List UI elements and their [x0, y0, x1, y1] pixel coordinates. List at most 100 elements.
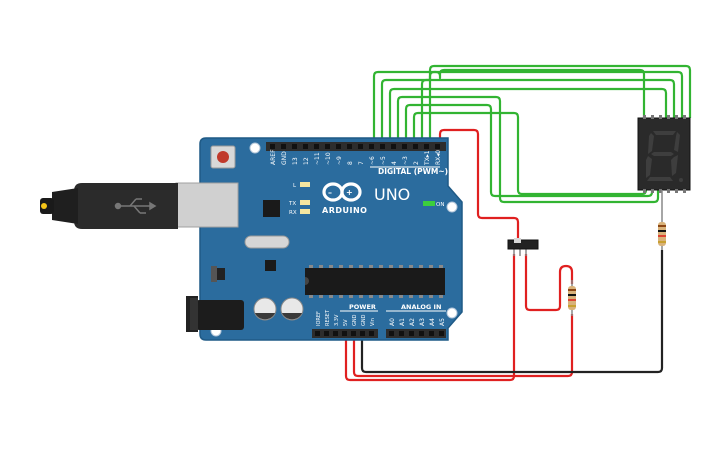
small-chip: [265, 260, 276, 271]
green-wires[interactable]: [372, 64, 692, 204]
power-pin-label: GND: [361, 314, 367, 326]
usb-strain-relief: [52, 188, 78, 224]
power-jack[interactable]: [186, 296, 244, 332]
chip-leg: [429, 295, 433, 298]
power-pin[interactable]: [333, 331, 338, 336]
power-pin[interactable]: [351, 331, 356, 336]
on-led: [423, 201, 435, 206]
analog-pin-label: A1: [399, 318, 406, 326]
digital-pin[interactable]: [281, 144, 286, 149]
wire-d3: [404, 103, 654, 198]
seven-segment-display[interactable]: [637, 115, 691, 193]
wire-d2: [412, 111, 648, 196]
power-pin[interactable]: [324, 331, 329, 336]
digital-pin-label: ~10: [325, 152, 332, 165]
power-pin-label: 3.3V: [334, 314, 340, 326]
atmega-chip: [305, 265, 445, 298]
digital-pin-label: ~9: [336, 156, 343, 165]
usb-cable[interactable]: [40, 182, 239, 229]
wire-5v-to-switch: [344, 254, 516, 382]
power-pin-label: GND: [352, 314, 358, 326]
power-pin-label: 5V: [343, 319, 349, 326]
digital-pin[interactable]: [303, 144, 308, 149]
digital-pin[interactable]: [369, 144, 374, 149]
chip-leg: [399, 295, 403, 298]
chip-leg: [379, 295, 383, 298]
digital-pin[interactable]: [325, 144, 330, 149]
chip-leg: [309, 295, 313, 298]
digital-pin[interactable]: [336, 144, 341, 149]
wire-d0: [428, 68, 646, 144]
chip-leg: [389, 265, 393, 268]
analog-pin[interactable]: [399, 331, 404, 336]
led-l-label: L: [293, 183, 297, 189]
wire-d4: [396, 95, 660, 204]
digital-pin-label: 8: [347, 161, 354, 165]
power-label: POWER: [349, 303, 376, 311]
digital-pin-label: RX◂0: [435, 150, 442, 165]
chip-leg: [309, 265, 313, 268]
on-label: ON: [436, 202, 444, 208]
pulldown-resistor[interactable]: [568, 280, 576, 316]
power-pin-label: Vin: [370, 318, 376, 326]
segment-f: [648, 133, 654, 154]
digital-pin[interactable]: [435, 144, 440, 149]
digital-pin[interactable]: [402, 144, 407, 149]
chip-leg: [439, 295, 443, 298]
digital-pin[interactable]: [380, 144, 385, 149]
segment-e: [646, 156, 652, 178]
chip-leg: [359, 265, 363, 268]
chip-leg: [339, 295, 343, 298]
display-resistor[interactable]: [658, 190, 666, 250]
analog-pin[interactable]: [429, 331, 434, 336]
wire-gnd-to-resistor: [352, 314, 574, 378]
digital-pin[interactable]: [270, 144, 275, 149]
analog-pin[interactable]: [389, 331, 394, 336]
chip-leg: [369, 295, 373, 298]
chip-leg: [419, 265, 423, 268]
chip-leg: [349, 295, 353, 298]
capacitor: [280, 297, 304, 321]
analog-header[interactable]: [386, 329, 446, 338]
model-text: UNO: [374, 185, 410, 204]
chip-leg: [439, 265, 443, 268]
black-wire[interactable]: [360, 250, 664, 374]
digital-pin[interactable]: [424, 144, 429, 149]
chip-leg: [319, 265, 323, 268]
crystal: [244, 235, 290, 249]
red-wires[interactable]: [344, 128, 574, 382]
power-header[interactable]: [312, 329, 378, 338]
digital-pin-label: ~3: [402, 156, 409, 165]
digital-pin-label: 12: [303, 157, 310, 165]
analog-pin-label: A2: [409, 318, 416, 326]
logo-plus: +: [346, 188, 353, 197]
power-pin[interactable]: [315, 331, 320, 336]
led-tx: [300, 200, 310, 205]
analog-pin-label: A5: [439, 318, 446, 326]
digital-header[interactable]: [266, 142, 446, 151]
digital-pin-label: ~5: [380, 156, 387, 165]
wire-d5: [388, 87, 668, 144]
chip-leg: [379, 265, 383, 268]
reset-button[interactable]: [210, 145, 236, 169]
digital-pin[interactable]: [347, 144, 352, 149]
power-pin[interactable]: [342, 331, 347, 336]
digital-pin[interactable]: [413, 144, 418, 149]
mount-hole: [446, 201, 458, 213]
power-pin[interactable]: [360, 331, 365, 336]
analog-pin[interactable]: [439, 331, 444, 336]
digital-pin[interactable]: [358, 144, 363, 149]
slide-switch[interactable]: [507, 238, 539, 256]
analog-pin[interactable]: [419, 331, 424, 336]
display-pins: [643, 115, 686, 193]
mount-hole: [249, 142, 261, 154]
digital-pin-label: 7: [358, 161, 365, 165]
power-pin[interactable]: [369, 331, 374, 336]
analog-pin[interactable]: [409, 331, 414, 336]
digital-pin[interactable]: [314, 144, 319, 149]
digital-pin[interactable]: [391, 144, 396, 149]
analog-pin-label: A0: [389, 318, 396, 326]
digital-pin[interactable]: [292, 144, 297, 149]
